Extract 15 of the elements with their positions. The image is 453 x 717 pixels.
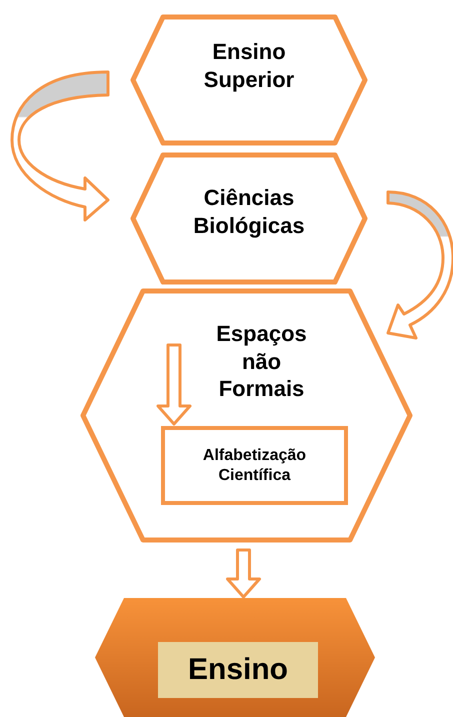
node-label: Ciências Biológicas: [192, 184, 306, 239]
block-arrow: [226, 548, 261, 598]
node-label: Espaços não Formais: [215, 320, 308, 402]
node-label: Ensino Superior: [202, 38, 296, 93]
curved-arrow: [10, 70, 110, 222]
block-arrow: [156, 344, 192, 426]
hexagon-banner: [95, 598, 375, 717]
process-hexagon: [130, 152, 368, 285]
node-label: Ensino: [188, 652, 288, 688]
label-plate: [158, 642, 318, 698]
node-label: Alfabetização Científica: [202, 446, 308, 486]
process-hexagon: [130, 14, 368, 146]
curved-arrow: [386, 190, 453, 340]
process-hexagon: [80, 288, 413, 543]
process-box: [161, 426, 348, 505]
